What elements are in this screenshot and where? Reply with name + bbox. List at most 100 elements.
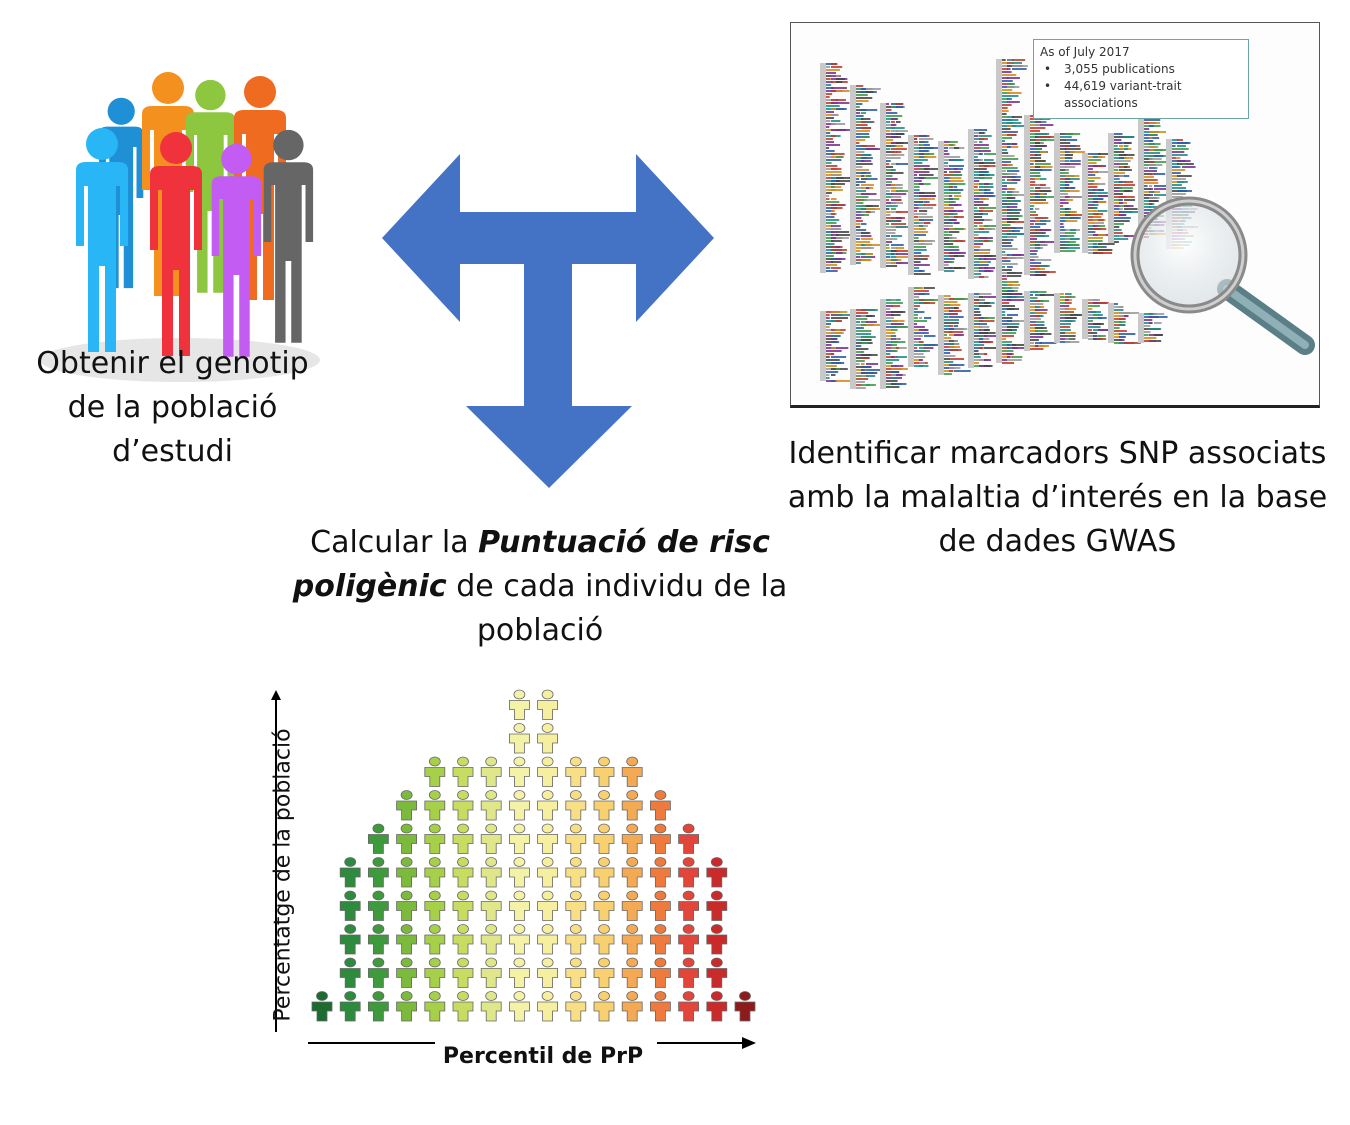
population-person-icon [565, 991, 587, 1022]
population-person-icon [706, 890, 728, 921]
population-person-icon [396, 890, 417, 921]
population-person-icon [452, 991, 474, 1022]
population-person-icon [537, 823, 558, 854]
person-figure [263, 129, 314, 343]
score-caption-emphasis-2: poligènic [292, 569, 447, 604]
population-person-icon [706, 957, 728, 988]
population-person-icon [650, 991, 671, 1022]
population-person-icon [480, 756, 502, 787]
population-person-icon [537, 890, 558, 921]
snp-caption: Identificar marcadors SNP associats amb … [785, 432, 1330, 564]
population-person-icon [424, 991, 446, 1022]
population-person-icon [650, 857, 671, 888]
population-person-icon [537, 689, 558, 720]
population-person-icon [452, 924, 474, 955]
population-person-icon [621, 790, 643, 821]
snp-caption-line3: de dades GWAS [938, 524, 1177, 559]
population-person-icon [537, 957, 558, 988]
gwas-stats-list: 3,055 publications 44,619 variant-trait … [1040, 61, 1242, 112]
population-person-icon [396, 823, 417, 854]
population-person-icon [565, 924, 587, 955]
gwas-catalog-panel: As of July 2017 3,055 publications 44,61… [790, 22, 1320, 408]
population-person-icon [368, 924, 389, 955]
genotype-caption: Obtenir el genotip de la població d’estu… [20, 342, 325, 474]
population-person-icon [593, 924, 615, 955]
population-person-icon [565, 756, 587, 787]
gwas-stat-associations: 44,619 variant-trait associations [1044, 78, 1242, 112]
three-way-arrow-icon [382, 154, 714, 488]
population-person-icon [339, 991, 361, 1022]
population-person-icon [734, 991, 756, 1022]
population-person-icon [678, 991, 699, 1022]
population-person-icon [565, 890, 587, 921]
population-person-icon [509, 857, 530, 888]
population-person-icon [565, 823, 587, 854]
population-person-icon [480, 823, 502, 854]
population-person-icon [396, 857, 417, 888]
population-person-icon [480, 790, 502, 821]
population-person-icon [537, 756, 558, 787]
population-person-icon [565, 857, 587, 888]
population-person-icon [565, 790, 587, 821]
population-person-icon [537, 857, 558, 888]
population-person-icon [509, 890, 530, 921]
population-person-icon [650, 790, 671, 821]
population-person-icon [509, 957, 530, 988]
population-person-icon [424, 890, 446, 921]
population-person-icon [452, 823, 474, 854]
population-person-icon [678, 823, 699, 854]
population-person-icon [593, 756, 615, 787]
population-person-icon [396, 991, 417, 1022]
population-person-icon [537, 991, 558, 1022]
population-person-icon [339, 924, 361, 955]
population-person-icon [480, 890, 502, 921]
population-person-icon [368, 857, 389, 888]
population-person-icon [452, 890, 474, 921]
population-person-icon [678, 890, 699, 921]
population-person-icon [706, 924, 728, 955]
population-person-icon [509, 689, 530, 720]
population-person-icon [593, 857, 615, 888]
person-figure [150, 132, 202, 356]
score-caption-line3: població [476, 613, 604, 648]
population-person-icon [565, 957, 587, 988]
score-caption-line2: poligènic de cada individu de la [293, 569, 787, 604]
population-person-icon [593, 890, 615, 921]
population-person-icon [537, 924, 558, 955]
population-person-icon [509, 723, 530, 754]
population-person-icon [650, 957, 671, 988]
population-person-icon [339, 890, 361, 921]
score-caption-pre: Calcular la [310, 525, 479, 560]
people-group-icon [40, 72, 320, 382]
score-caption: Calcular la Puntuació de risc poligènic … [290, 521, 790, 653]
population-person-icon [650, 890, 671, 921]
population-person-icon [621, 957, 643, 988]
genotype-caption-line1: Obtenir el genotip [36, 346, 309, 381]
population-person-icon [480, 991, 502, 1022]
gwas-stats-heading: As of July 2017 [1040, 45, 1130, 59]
population-person-icon [339, 857, 361, 888]
gwas-stat-publications: 3,055 publications [1044, 61, 1242, 78]
population-person-icon [593, 957, 615, 988]
population-person-icon [678, 924, 699, 955]
score-caption-post: de cada individu de la [446, 569, 788, 604]
population-person-icon [452, 857, 474, 888]
population-person-icon [593, 790, 615, 821]
population-person-icon [480, 924, 502, 955]
population-person-icon [537, 790, 558, 821]
population-person-icon [424, 823, 446, 854]
population-person-icon [621, 857, 643, 888]
population-person-icon [509, 823, 530, 854]
population-person-icon [621, 823, 643, 854]
population-person-icon [678, 957, 699, 988]
population-person-icon [368, 957, 389, 988]
population-person-icon [480, 957, 502, 988]
genotype-caption-line3: d’estudi [112, 434, 233, 469]
population-person-icon [396, 957, 417, 988]
person-figure [211, 143, 262, 357]
population-person-icon [424, 924, 446, 955]
population-person-icon [396, 790, 417, 821]
population-person-icon [368, 991, 389, 1022]
x-axis-arrowhead [742, 1037, 756, 1049]
population-person-icon [396, 924, 417, 955]
